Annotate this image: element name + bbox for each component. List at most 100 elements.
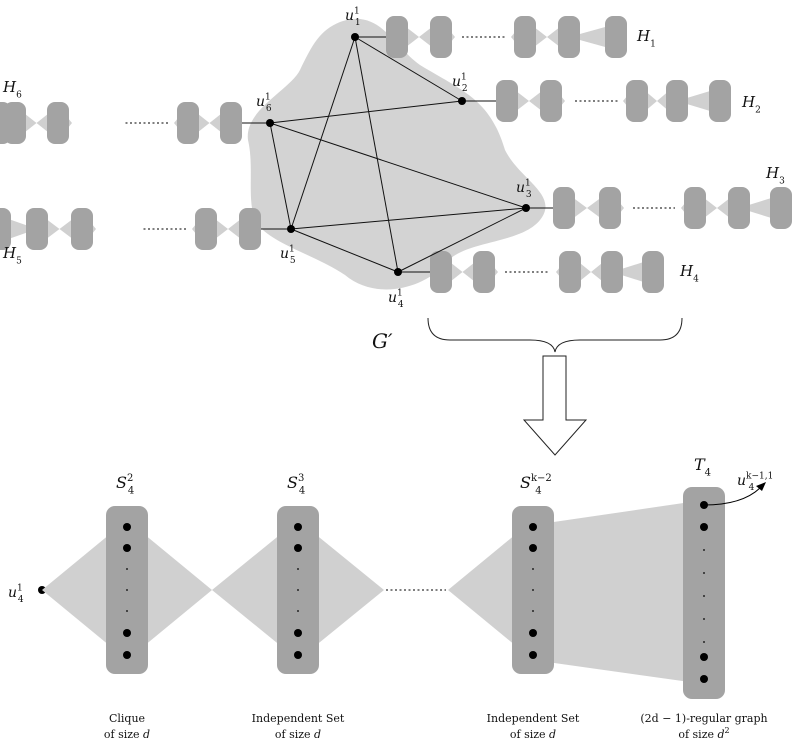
caption-T4-line2: of size d2	[678, 726, 729, 741]
detail-cone	[533, 500, 704, 684]
gadget-box	[709, 80, 731, 122]
detail-vertex-dot	[297, 610, 299, 612]
detail-cone	[448, 520, 533, 660]
vertex-u4	[394, 268, 402, 276]
gadget-box	[239, 208, 261, 250]
detail-vertex-dot	[529, 523, 537, 531]
gadget-box	[496, 80, 518, 122]
graph-vertices	[266, 33, 530, 276]
gadget-box	[26, 208, 48, 250]
gadget-box	[540, 80, 562, 122]
gadget-box	[642, 251, 664, 293]
gadget-box	[47, 102, 69, 144]
gadget-box	[473, 251, 495, 293]
detail-vertex-dot	[529, 544, 537, 552]
caption-T4-line1: (2d − 1)-regular graph	[640, 712, 767, 725]
graph-edges	[269, 36, 527, 273]
gadget-box	[666, 80, 688, 122]
vertex-u5	[287, 225, 295, 233]
detail-vertex-dot	[294, 651, 302, 659]
gadget-label-H5: H5	[2, 244, 22, 266]
graph-edge	[269, 100, 463, 124]
gadget-box	[728, 187, 750, 229]
detail-vertex-dot	[700, 523, 708, 531]
detail-vertex-dot	[297, 568, 299, 570]
exit-arrow	[703, 487, 761, 506]
graph-edge	[269, 122, 527, 209]
caption-Sk-line2: of size d	[510, 728, 556, 741]
graph-edge	[290, 36, 356, 230]
gadget-label-H1: H1	[636, 27, 656, 49]
gadget-box	[177, 102, 199, 144]
graph-edge	[290, 207, 527, 230]
gadget-box	[599, 187, 621, 229]
caption-S3-line1: Independent Set	[252, 712, 345, 725]
detail-vertex-dot	[703, 595, 705, 597]
gadget-box	[559, 251, 581, 293]
detail-set-box	[683, 487, 725, 699]
gadget-label-H4: H4	[679, 262, 699, 284]
set-label-T4: T4	[694, 455, 711, 479]
gadget-box	[601, 251, 623, 293]
caption-S3-line2: of size d	[275, 728, 321, 741]
gadget-box	[0, 208, 11, 250]
detail-vertex-dot	[294, 544, 302, 552]
gadget-box	[220, 102, 242, 144]
gadget-box	[553, 187, 575, 229]
detail-vertex-dot	[703, 641, 705, 643]
vertex-u3	[522, 204, 530, 212]
gadget-box	[558, 16, 580, 58]
gadget-box	[0, 102, 11, 144]
graph-edge	[354, 36, 463, 102]
detail-vertex-dot	[126, 568, 128, 570]
gadget-label-H6: H6	[2, 78, 22, 100]
graph-edge	[290, 228, 399, 273]
gadget-box	[684, 187, 706, 229]
graph-edge	[354, 36, 399, 273]
detail-vertex-dot	[703, 618, 705, 620]
caption-S2-line1: Clique	[109, 712, 145, 725]
graph-edge	[397, 207, 527, 273]
caption-Sk-line1: Independent Set	[487, 712, 580, 725]
detail-vertex-dot	[126, 589, 128, 591]
vertex-u6	[266, 119, 274, 127]
graph-label: G′	[372, 329, 393, 353]
detail-vertex-dot	[529, 651, 537, 659]
gadget-box	[430, 251, 452, 293]
gadget-box	[386, 16, 408, 58]
gadget-box	[195, 208, 217, 250]
detail-vertex-dot	[532, 589, 534, 591]
gadget-box	[626, 80, 648, 122]
gadget-box	[430, 16, 452, 58]
detail-vertex-dot	[532, 568, 534, 570]
detail-vertex-dot	[700, 675, 708, 683]
detail-vertex-dot	[123, 523, 131, 531]
detail-vertex-dot	[297, 589, 299, 591]
gadget-connector	[37, 212, 82, 246]
graph-region-blob	[247, 18, 546, 290]
detail-vertex-dot	[703, 549, 705, 551]
gadget-box	[770, 187, 792, 229]
gadget-connector	[564, 191, 610, 225]
graph-edge	[269, 122, 292, 230]
detail-vertex-dot	[126, 610, 128, 612]
detail-vertex-dot	[294, 523, 302, 531]
gadget-label-H2: H2	[741, 93, 761, 115]
detail-vertex-dot	[532, 610, 534, 612]
detail-vertex-dot	[529, 629, 537, 637]
brace	[427, 317, 683, 353]
